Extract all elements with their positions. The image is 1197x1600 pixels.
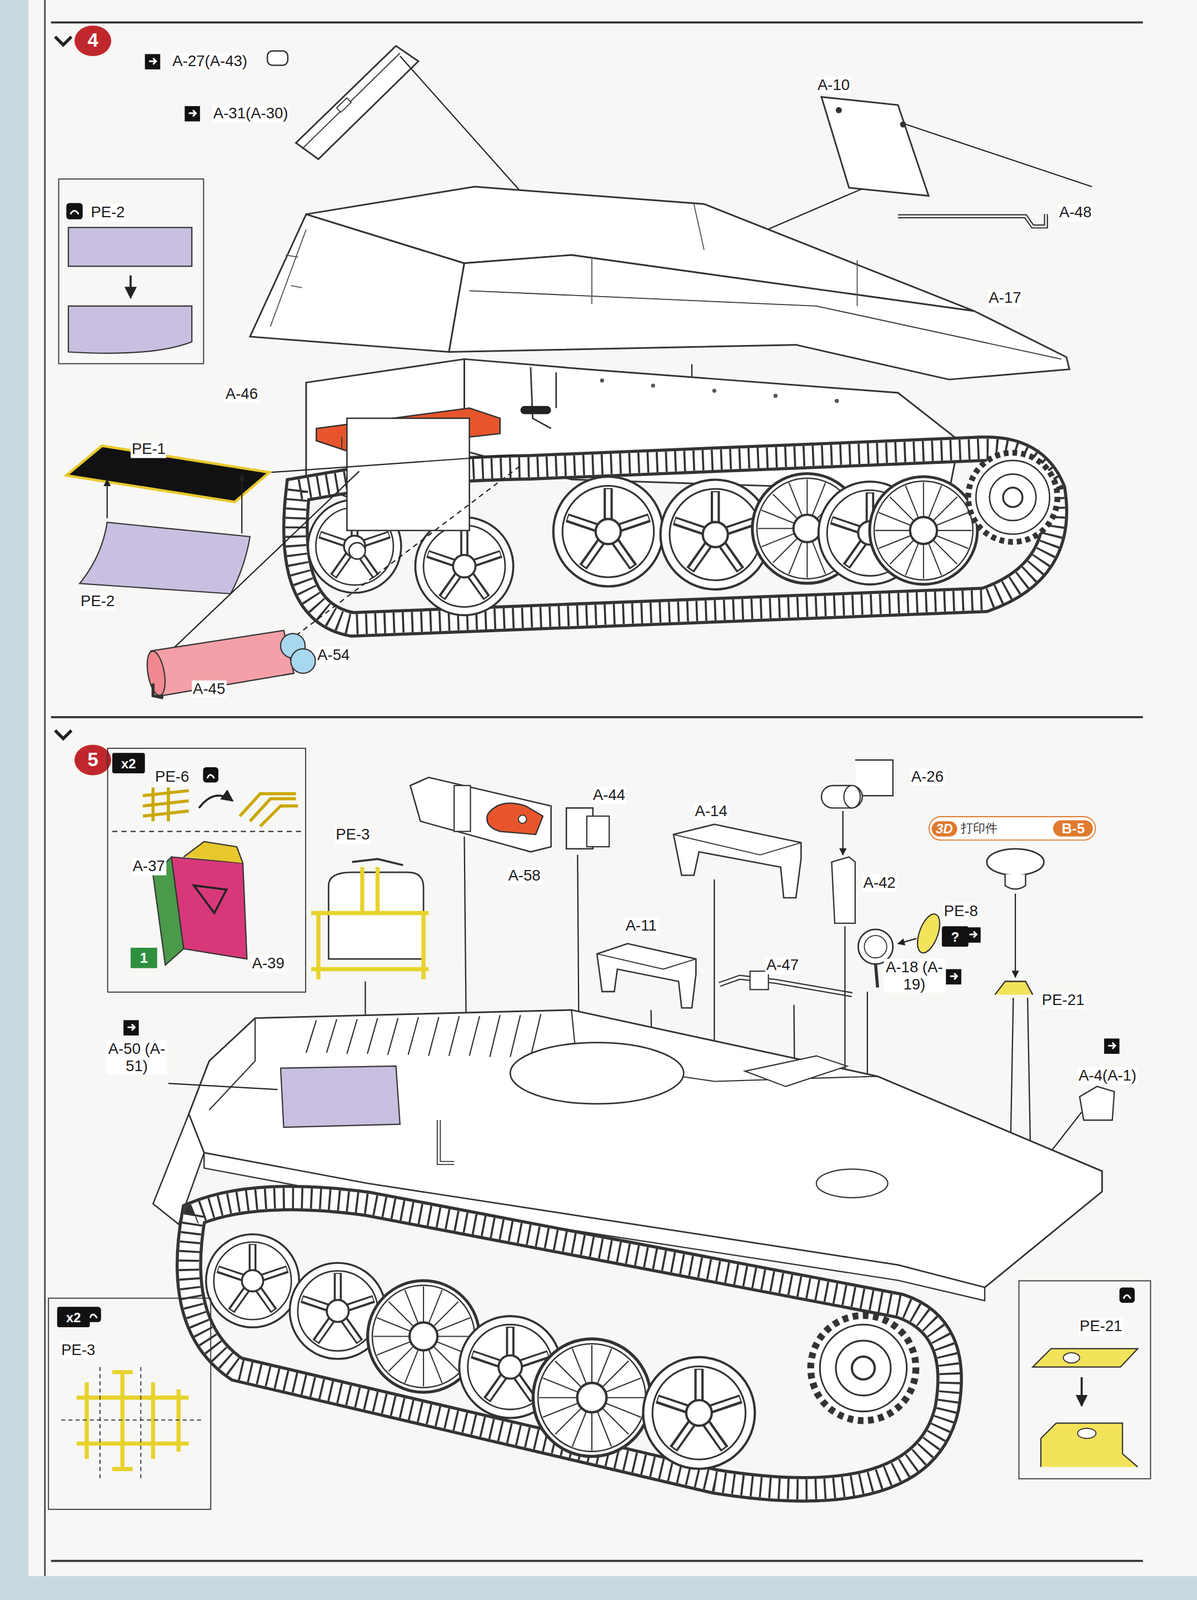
- note-mark: ?: [941, 926, 969, 947]
- part-number: A-58: [507, 867, 542, 885]
- node-text: ?: [950, 929, 960, 945]
- quantity-tag: x2: [57, 1307, 91, 1328]
- color-number: 1: [130, 948, 158, 969]
- part-number: A-27(A-43): [171, 52, 248, 70]
- part-number: A-4(A-1): [1077, 1067, 1138, 1085]
- step-number: 4: [74, 25, 112, 57]
- part-number: A-11: [624, 917, 658, 935]
- part-number: PE-1: [130, 440, 167, 458]
- part-number: PE-2: [79, 592, 116, 610]
- part-number: A-46: [224, 385, 259, 403]
- part-number: A-48: [1058, 203, 1093, 221]
- node-text: A-39: [251, 955, 286, 972]
- node-text: PE-2: [90, 203, 127, 221]
- node-text: 1: [140, 950, 148, 967]
- part-number: PE-21: [1040, 991, 1086, 1009]
- node-text: x2: [121, 755, 137, 772]
- node-text: PE-6: [153, 768, 191, 786]
- node-text: 5: [87, 749, 98, 772]
- part-number: A-42: [862, 874, 897, 892]
- inset-box: PE-21: [1018, 1280, 1152, 1480]
- part-number: A-18 (A-19): [883, 959, 945, 994]
- node-text: PE-21: [1078, 1318, 1124, 1335]
- node-text: x2: [66, 1309, 82, 1326]
- node-text: A-37: [131, 858, 167, 875]
- part-number: A-44: [591, 786, 627, 804]
- inset-box: PE-2: [58, 178, 205, 364]
- part-number: A-45: [191, 680, 227, 698]
- part-number: A-14: [694, 803, 729, 820]
- part-number: A-50 (A-51): [106, 1040, 168, 1075]
- print-badge: 3D打印件 B-5: [928, 816, 1096, 841]
- quantity-tag: x2: [112, 752, 146, 774]
- part-number: A-26: [910, 768, 945, 786]
- part-number: A-47: [765, 956, 800, 974]
- node-text: 3D: [931, 820, 957, 837]
- part-number: A-54: [316, 646, 351, 664]
- node-text: PE-3: [60, 1342, 97, 1359]
- inset-box: PE-3 x2: [47, 1298, 212, 1511]
- node-text: 4: [87, 29, 98, 52]
- inset-box: PE-6A-37A-39 x2 1: [107, 747, 307, 994]
- part-number: PE-3: [334, 826, 371, 844]
- node-text: B-5: [1053, 820, 1094, 837]
- part-number: PE-8: [943, 903, 980, 920]
- step-number: 5: [74, 744, 112, 776]
- part-number: A-10: [816, 76, 851, 94]
- part-number: A-17: [988, 290, 1023, 307]
- node-text: 打印件: [960, 819, 998, 837]
- part-number: A-31(A-30): [212, 105, 289, 122]
